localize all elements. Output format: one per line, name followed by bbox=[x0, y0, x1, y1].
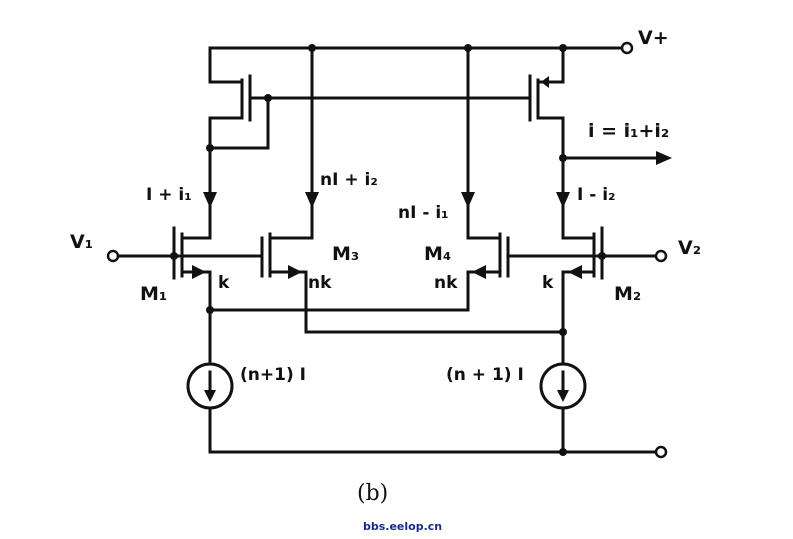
m3-branch-current-label: nI + i₂ bbox=[320, 170, 378, 190]
transistor-m4 bbox=[466, 232, 604, 312]
v2-terminal[interactable] bbox=[654, 249, 668, 263]
ground-terminal[interactable] bbox=[654, 445, 668, 459]
source-node-right bbox=[559, 328, 567, 364]
left-branch-current-label: I + i₁ bbox=[146, 185, 192, 205]
m2-label: M₂ bbox=[614, 283, 641, 305]
watermark: bbs.eelop.cn bbox=[363, 520, 442, 533]
right-branch bbox=[556, 156, 596, 240]
v1-terminal[interactable] bbox=[106, 249, 120, 263]
figure-caption: (b) bbox=[357, 481, 388, 506]
output-current-label: i = i₁+i₂ bbox=[588, 120, 669, 142]
left-current-source bbox=[186, 362, 234, 454]
transistor-m3 bbox=[260, 232, 565, 334]
m4-branch bbox=[461, 46, 502, 240]
m1-size-label: k bbox=[218, 273, 230, 293]
m4-size-label: nk bbox=[434, 273, 458, 293]
vplus-terminal[interactable] bbox=[620, 41, 634, 55]
vplus-label: V+ bbox=[638, 27, 669, 49]
supply-rail bbox=[208, 44, 624, 52]
transistor-m2 bbox=[561, 226, 658, 334]
m3-label: M₃ bbox=[332, 243, 359, 265]
left-source-label: (n+1) I bbox=[240, 365, 306, 385]
m3-size-label: nk bbox=[308, 273, 332, 293]
m1-label: M₁ bbox=[140, 283, 167, 305]
right-source-label: (n + 1) I bbox=[446, 365, 524, 385]
output-current bbox=[561, 151, 672, 165]
right-branch-current-label: I - i₂ bbox=[577, 185, 616, 205]
right-current-source bbox=[539, 362, 587, 454]
m4-branch-current-label: nI - i₁ bbox=[398, 203, 449, 223]
v2-label: V₂ bbox=[678, 237, 701, 259]
v1-label: V₁ bbox=[70, 231, 93, 253]
m3-branch bbox=[280, 46, 319, 240]
source-node-left bbox=[206, 306, 470, 364]
right-pmos-mirror bbox=[528, 46, 567, 162]
left-branch bbox=[180, 146, 217, 240]
m2-size-label: k bbox=[542, 273, 554, 293]
bottom-rail bbox=[208, 448, 658, 456]
transistor-m1 bbox=[116, 226, 264, 312]
left-pmos-mirror bbox=[206, 46, 532, 152]
m4-label: M₄ bbox=[424, 243, 451, 265]
